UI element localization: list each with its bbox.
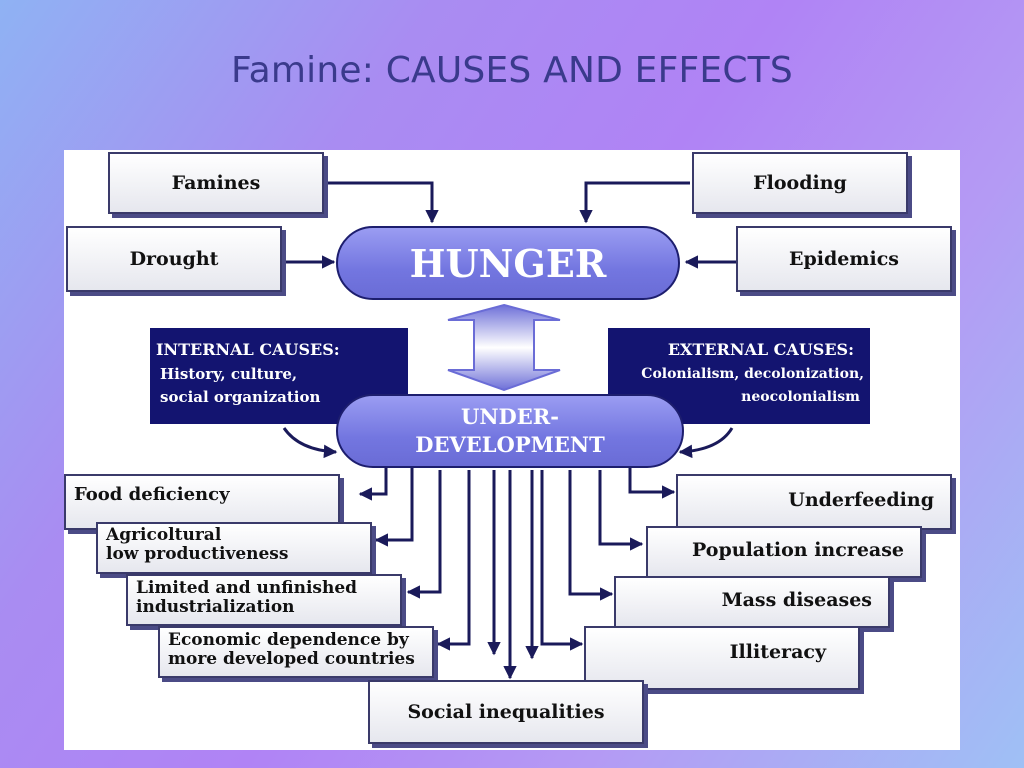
box-illiteracy: Illiteracy: [584, 626, 860, 690]
arrow-external: [678, 427, 734, 459]
diagram-panel: Famines Flooding Drought Epidemics HUNGE…: [64, 150, 960, 750]
external-causes-line2: neocolonialism: [741, 389, 860, 405]
arrow-famines: [326, 181, 439, 224]
internal-causes-line1: History, culture,: [160, 365, 298, 383]
internal-causes-line2: social organization: [160, 388, 321, 406]
arrow-illiteracy: [540, 470, 584, 651]
underdevelopment-line2: DEVELOPMENT: [415, 432, 605, 457]
arrow-food: [358, 465, 388, 501]
double-arrow: [447, 303, 561, 392]
internal-causes-box: INTERNAL CAUSES: History, culture, socia…: [150, 328, 408, 424]
box-drought: Drought: [66, 226, 282, 292]
box-epidemics: Epidemics: [736, 226, 952, 292]
arrow-mass: [568, 470, 614, 601]
box-food-deficiency: Food deficiency: [64, 474, 340, 530]
underdevelopment-line1: UNDER-: [461, 404, 559, 429]
box-economic-dependence: Economic dependence by more developed co…: [158, 626, 434, 678]
internal-causes-title: INTERNAL CAUSES:: [156, 340, 340, 359]
external-causes-line1: Colonialism, decolonization,: [641, 366, 864, 382]
box-social-inequalities: Social inequalities: [368, 680, 644, 744]
box-agricultural: Agricoltural low productiveness: [96, 522, 372, 574]
slide-title: Famine: CAUSES AND EFFECTS: [231, 50, 793, 91]
box-industrialization: Limited and unfinished industrialization: [126, 574, 402, 626]
box-flooding: Flooding: [692, 152, 908, 214]
box-mass-diseases: Mass diseases: [614, 576, 890, 628]
arrow-indus: [406, 470, 442, 599]
arrow-agri: [374, 468, 414, 547]
arrow-flooding: [579, 181, 690, 224]
external-causes-title: EXTERNAL CAUSES:: [667, 340, 854, 359]
arrow-internal: [282, 427, 338, 459]
hunger-node: HUNGER: [336, 226, 680, 300]
box-population-increase: Population increase: [646, 526, 922, 578]
arrow-pop: [598, 470, 644, 551]
underdevelopment-node: UNDER- DEVELOPMENT: [336, 394, 684, 468]
box-underfeeding: Underfeeding: [676, 474, 952, 530]
connector-lines: [282, 181, 736, 680]
box-famines: Famines: [108, 152, 324, 214]
arrow-underfeeding: [628, 468, 676, 499]
arrow-econ: [436, 470, 471, 651]
